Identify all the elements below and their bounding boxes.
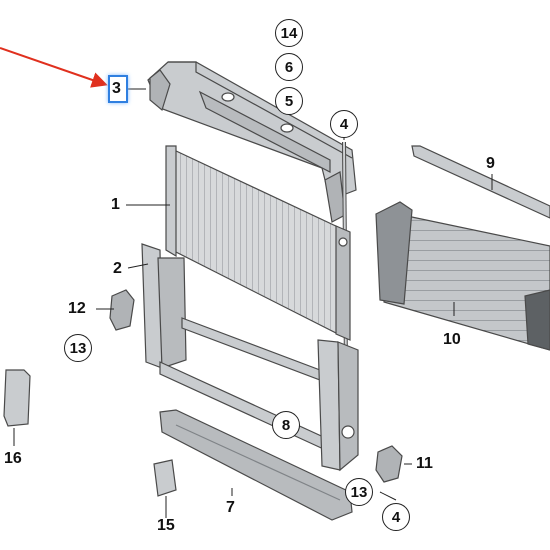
side-panel-part (3, 369, 31, 427)
callout-8: 8 (272, 411, 300, 439)
callout-14: 14 (275, 19, 303, 47)
callout-6: 6 (275, 53, 303, 81)
left-bracket-part (109, 289, 135, 331)
upper-carrier-part (147, 61, 357, 223)
red-pointer-arrow (0, 47, 108, 88)
callout-10: 10 (443, 331, 461, 348)
seal-strip-part (411, 145, 550, 219)
highlight-box (108, 75, 128, 103)
right-bracket-part (375, 445, 403, 483)
intercooler-part (375, 201, 550, 351)
callout-13-right: 13 (345, 478, 373, 506)
air-guide-part (159, 409, 353, 521)
callout-2: 2 (113, 260, 122, 277)
callout-7: 7 (226, 499, 235, 516)
callout-3: 3 (112, 80, 121, 97)
callout-11: 11 (416, 455, 433, 472)
radiator-part (165, 145, 351, 341)
callout-9: 9 (486, 155, 495, 172)
callout-5: 5 (275, 87, 303, 115)
callout-1: 1 (111, 196, 120, 213)
callout-13-left: 13 (64, 334, 92, 362)
callout-4-bottom: 4 (382, 503, 410, 531)
callout-4-top: 4 (330, 110, 358, 138)
callout-12: 12 (68, 300, 86, 317)
callout-15: 15 (157, 517, 175, 534)
clip-part (153, 459, 177, 497)
callout-16: 16 (4, 450, 22, 467)
leader-lines (13, 88, 493, 518)
